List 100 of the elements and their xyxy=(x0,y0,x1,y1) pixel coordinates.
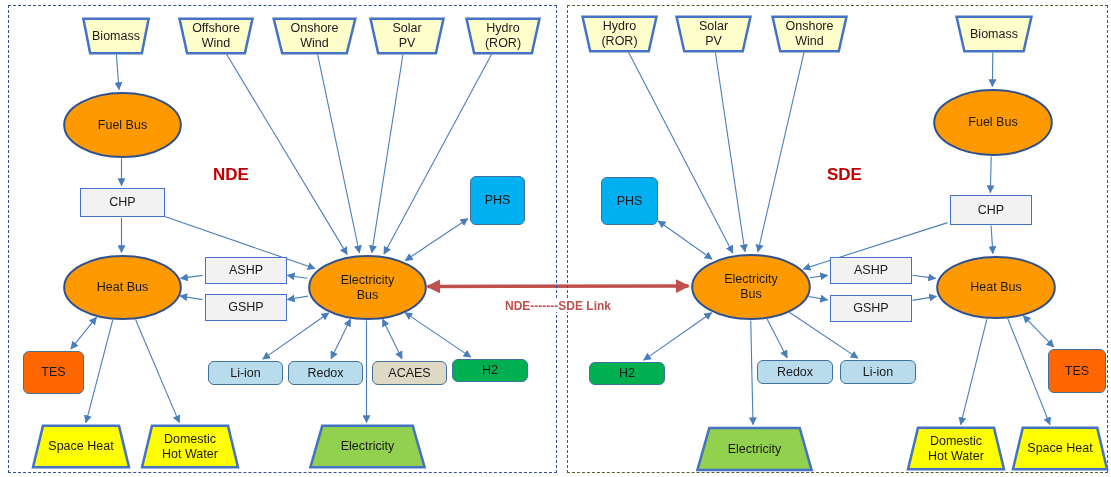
node-label: Space Heat xyxy=(1027,441,1093,456)
storage-box xyxy=(840,360,916,384)
node-label: CHP xyxy=(109,195,136,210)
converter-box xyxy=(950,195,1032,225)
arrow xyxy=(628,51,734,254)
arrow xyxy=(1007,318,1051,426)
node-label: Domestic Hot Water xyxy=(927,433,985,464)
demand-trapezoid xyxy=(308,425,427,468)
arrow xyxy=(911,293,938,302)
arrow xyxy=(262,312,330,360)
node-label: Heat Bus xyxy=(970,280,1022,295)
arrow xyxy=(83,319,114,424)
arrow xyxy=(164,215,316,270)
demand-trapezoid xyxy=(695,427,814,471)
arrow xyxy=(808,294,829,303)
bus-ellipse xyxy=(63,92,182,158)
arrow xyxy=(404,312,472,358)
node-label: Hydro (ROR) xyxy=(600,19,639,49)
edge-label: NDE-------SDE Link xyxy=(503,300,613,313)
node-label: Solar PV xyxy=(391,21,423,51)
node-label: Onshore Wind xyxy=(784,19,835,49)
source-trapezoid xyxy=(955,16,1033,52)
arrow xyxy=(714,51,748,253)
storage-box xyxy=(757,360,833,384)
arrow xyxy=(383,53,493,255)
arrow xyxy=(1022,315,1055,348)
node-label: PHS xyxy=(616,193,643,209)
arrow xyxy=(988,224,997,255)
storage-box xyxy=(23,351,84,394)
node-label: Onshore Wind xyxy=(289,21,340,51)
demand-trapezoid xyxy=(31,425,131,468)
converter-box xyxy=(80,188,165,217)
storage-box xyxy=(589,362,665,385)
arrow xyxy=(117,157,126,187)
arrow xyxy=(179,273,204,282)
storage-box xyxy=(1048,349,1106,393)
converter-box xyxy=(205,257,287,284)
bus-ellipse xyxy=(936,256,1056,319)
arrow xyxy=(382,318,403,360)
source-trapezoid xyxy=(771,16,848,52)
arrow xyxy=(286,294,309,303)
node-label: Li-ion xyxy=(230,365,261,381)
arrow xyxy=(179,293,204,302)
node-label: Fuel Bus xyxy=(968,115,1018,130)
arrow xyxy=(226,53,348,256)
converter-box xyxy=(830,257,912,284)
source-trapezoid xyxy=(581,16,658,52)
node-label: H2 xyxy=(482,363,498,378)
node-label: ACAES xyxy=(388,365,431,381)
node-label: Solar PV xyxy=(697,19,730,49)
bus-ellipse xyxy=(691,254,811,320)
node-label: Electricity Bus xyxy=(339,272,396,303)
node-label: Space Heat xyxy=(48,439,114,454)
arrow xyxy=(958,318,988,426)
arrow xyxy=(317,53,362,254)
storage-box xyxy=(372,361,447,385)
node-label: GSHP xyxy=(228,300,264,315)
arrow xyxy=(117,216,126,254)
storage-box xyxy=(470,176,525,225)
node-label: PHS xyxy=(484,193,511,208)
node-label: Biomass xyxy=(92,28,140,44)
node-label: Electricity xyxy=(727,441,782,457)
arrow xyxy=(911,273,937,282)
link-arrow xyxy=(426,279,690,294)
arrow xyxy=(330,318,351,360)
arrow xyxy=(643,312,713,361)
node-label: Offshore Wind xyxy=(191,21,241,51)
node-label: Electricity xyxy=(340,439,395,454)
source-trapezoid xyxy=(369,18,445,54)
node-label: Fuel Bus xyxy=(97,117,148,133)
node-label: Heat Bus xyxy=(96,280,149,295)
converter-box xyxy=(830,295,912,322)
node-label: GSHP xyxy=(853,301,889,316)
source-trapezoid xyxy=(272,18,357,54)
source-trapezoid xyxy=(82,18,150,54)
node-label: Electricity Bus xyxy=(723,272,779,302)
node-label: Domestic Hot Water xyxy=(161,431,219,462)
arrow xyxy=(766,318,788,359)
node-label: Redox xyxy=(307,365,344,381)
node-label: TES xyxy=(41,365,66,380)
arrow xyxy=(369,53,404,254)
node-label: CHP xyxy=(977,202,1005,218)
source-trapezoid xyxy=(465,18,541,54)
source-trapezoid xyxy=(178,18,254,54)
arrow xyxy=(802,222,949,271)
node-label: Li-ion xyxy=(862,364,894,380)
arrow xyxy=(788,311,859,359)
node-label: ASHP xyxy=(853,263,888,278)
source-trapezoid xyxy=(675,16,752,52)
arrow xyxy=(809,272,829,281)
node-label: ASHP xyxy=(228,263,263,278)
node-label: Hydro (ROR) xyxy=(483,21,523,51)
storage-box xyxy=(208,361,283,385)
bus-ellipse xyxy=(933,89,1053,156)
arrow xyxy=(362,319,371,424)
demand-trapezoid xyxy=(1011,427,1109,470)
arrow xyxy=(748,319,757,426)
arrow xyxy=(286,272,308,281)
storage-box xyxy=(452,359,528,382)
converter-box xyxy=(205,294,287,321)
